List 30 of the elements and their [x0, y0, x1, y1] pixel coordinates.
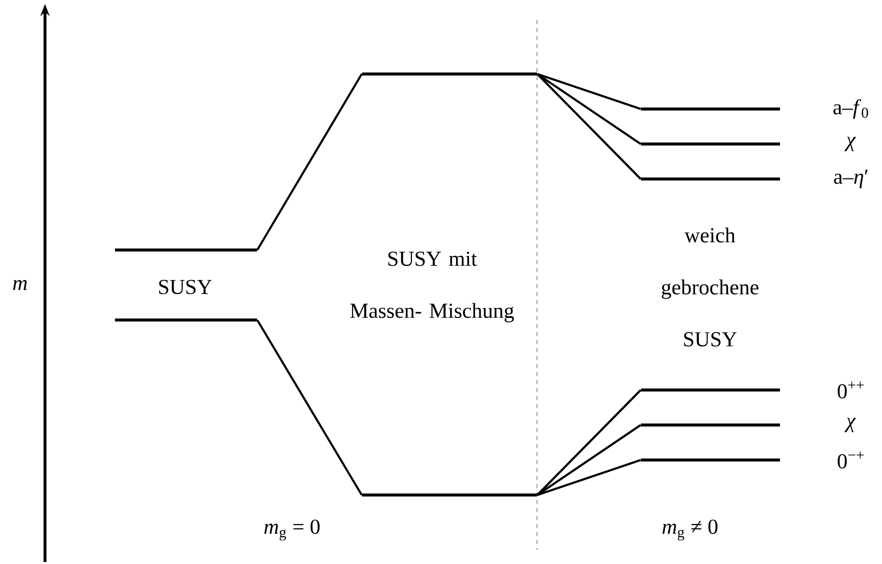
text-label: m$_{g}$ = 0: [264, 520, 320, 540]
level-bar: [115, 248, 257, 252]
level-bar: [641, 142, 780, 146]
level-bar: [115, 318, 257, 322]
text-label: SUSY mit Massen- Mischung: [350, 252, 514, 322]
level-bar: [362, 72, 537, 76]
level-bar: [641, 458, 780, 462]
connector-line: [536, 458, 642, 496]
level-label: χ: [844, 418, 856, 432]
level-bar: [641, 388, 780, 392]
level-bar: [641, 424, 780, 426]
level-label: a–f$_{0}$: [833, 99, 868, 119]
connector-line: [536, 424, 642, 496]
level-label: 0$^{−+}$: [838, 452, 864, 468]
connector-line: [256, 73, 363, 251]
level-bar: [641, 108, 780, 110]
level-bar: [362, 494, 537, 496]
level-label: a–η′: [834, 170, 868, 188]
connector-line: [256, 319, 363, 496]
text-label: SUSY: [159, 280, 212, 294]
connector-line: [536, 72, 642, 110]
connector-line: [536, 389, 642, 496]
level-label: χ: [844, 136, 856, 152]
text-label: weich gebrochene SUSY: [662, 228, 758, 346]
connector-line: [536, 73, 642, 180]
connector-line: [536, 73, 642, 145]
text-label: m$_{g}$ ≠ 0: [662, 520, 718, 540]
level-label: 0$^{++}$: [838, 382, 864, 398]
level-bar: [641, 178, 780, 180]
text-label: m: [13, 280, 27, 290]
